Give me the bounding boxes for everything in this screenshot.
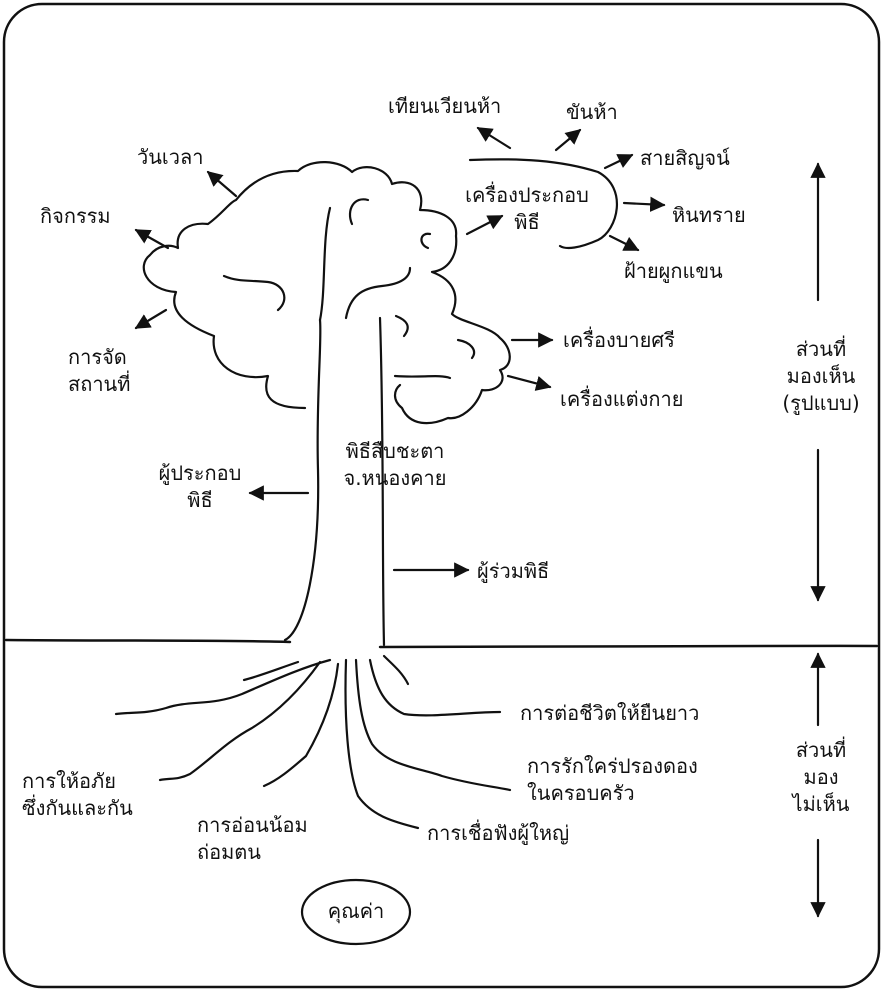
center-label: พิธีสืบชะตา จ.หนองคาย xyxy=(330,438,460,492)
label-bai: เครื่องบายศรี xyxy=(563,328,675,352)
arrow-ceremony xyxy=(465,214,504,236)
root-line xyxy=(114,658,332,716)
crown-stroke xyxy=(456,338,476,360)
crown-stroke xyxy=(222,274,286,312)
crown-stroke xyxy=(394,314,409,338)
crown-stroke xyxy=(393,374,452,380)
label-fai: ฝ้ายผูกแขน xyxy=(624,259,723,283)
hidden-side-line1: ส่วนที่ xyxy=(795,738,847,762)
crown-stroke xyxy=(348,198,370,226)
label-hin: หินทราย xyxy=(672,203,746,227)
visible-side-line1: ส่วนที่ xyxy=(795,337,847,361)
crown-stroke xyxy=(420,232,432,250)
ground-line xyxy=(4,638,879,649)
center-label-line1: พิธีสืบชะตา xyxy=(345,439,445,463)
center-label-line2: จ.หนองคาย xyxy=(343,466,447,490)
label-humble: การอ่อนน้อม ถ่อมตน xyxy=(197,812,308,866)
label-forgive-line2: ซึ่งกันและกัน xyxy=(22,796,133,820)
label-tian: เทียนเวียนห้า xyxy=(388,94,502,118)
root-line xyxy=(242,660,300,682)
visible-side-line3: (รูปแบบ) xyxy=(782,391,860,415)
label-ceremony-line2: พิธี xyxy=(514,210,540,234)
root-line xyxy=(158,660,322,782)
crown-stroke xyxy=(318,206,332,322)
label-value: คุณค่า xyxy=(327,899,385,923)
root-line xyxy=(354,658,512,792)
label-place-line2: สถานที่ xyxy=(68,372,131,396)
label-prolong: การต่อชีวิตให้ยืนยาว xyxy=(520,701,700,725)
arrow-wan xyxy=(206,170,238,198)
root-line xyxy=(344,658,420,830)
crown-stroke xyxy=(344,266,412,320)
label-visible-side: ส่วนที่ มองเห็น (รูปแบบ) xyxy=(766,336,876,417)
label-ceremony-line1: เครื่องประกอบ xyxy=(465,183,589,207)
arrow-place xyxy=(134,308,168,330)
label-wan: วันเวลา xyxy=(137,145,204,169)
label-sai: สายสิญจน์ xyxy=(640,146,730,170)
arrow-khan xyxy=(554,128,582,152)
tree-crown xyxy=(142,161,511,425)
root-line xyxy=(368,658,502,717)
visible-side-line2: มองเห็น xyxy=(786,364,856,388)
label-humble-line2: ถ่อมตน xyxy=(197,840,261,864)
label-performer: ผู้ประกอบ พิธี xyxy=(140,460,260,514)
hidden-side-line3: ไม่เห็น xyxy=(792,792,850,816)
root-line xyxy=(262,662,340,788)
label-khan: ขันห้า xyxy=(566,100,618,124)
arrow-hin xyxy=(622,196,666,212)
root-line xyxy=(382,654,410,686)
label-family-line2: ในครอบครัว xyxy=(527,781,635,805)
arrow-sai xyxy=(603,153,634,170)
value-oval xyxy=(300,878,412,946)
label-forgive: การให้อภัย ซึ่งกันและกัน xyxy=(22,768,133,822)
arrow-kit xyxy=(134,228,170,250)
hidden-side-line2: มอง xyxy=(803,765,839,789)
trunk-right xyxy=(378,316,386,647)
arrow-taeng xyxy=(506,374,552,391)
label-family-line1: การรักใคร่ปรองดอง xyxy=(527,754,698,778)
label-place: การจัด สถานที่ xyxy=(68,344,130,398)
label-place-line1: การจัด xyxy=(68,345,127,369)
arrow-fai xyxy=(608,234,640,252)
label-performer-line1: ผู้ประกอบ xyxy=(158,461,242,485)
ceremony-curl xyxy=(468,158,618,250)
label-kit: กิจกรรม xyxy=(40,204,111,228)
label-performer-line2: พิธี xyxy=(187,488,213,512)
label-humble-line1: การอ่อนน้อม xyxy=(197,813,308,837)
label-hidden-side: ส่วนที่ มอง ไม่เห็น xyxy=(766,737,876,818)
trunk-left xyxy=(283,318,322,642)
label-forgive-line1: การให้อภัย xyxy=(22,769,116,793)
label-participant: ผู้ร่วมพิธี xyxy=(477,559,550,583)
arrow-tian xyxy=(476,126,512,150)
label-ceremony-items: เครื่องประกอบ พิธี xyxy=(452,182,602,236)
label-obey: การเชื่อฟังผู้ใหญ่ xyxy=(427,821,570,845)
label-family: การรักใคร่ปรองดอง ในครอบครัว xyxy=(527,753,698,807)
label-taeng: เครื่องแต่งกาย xyxy=(560,387,684,411)
